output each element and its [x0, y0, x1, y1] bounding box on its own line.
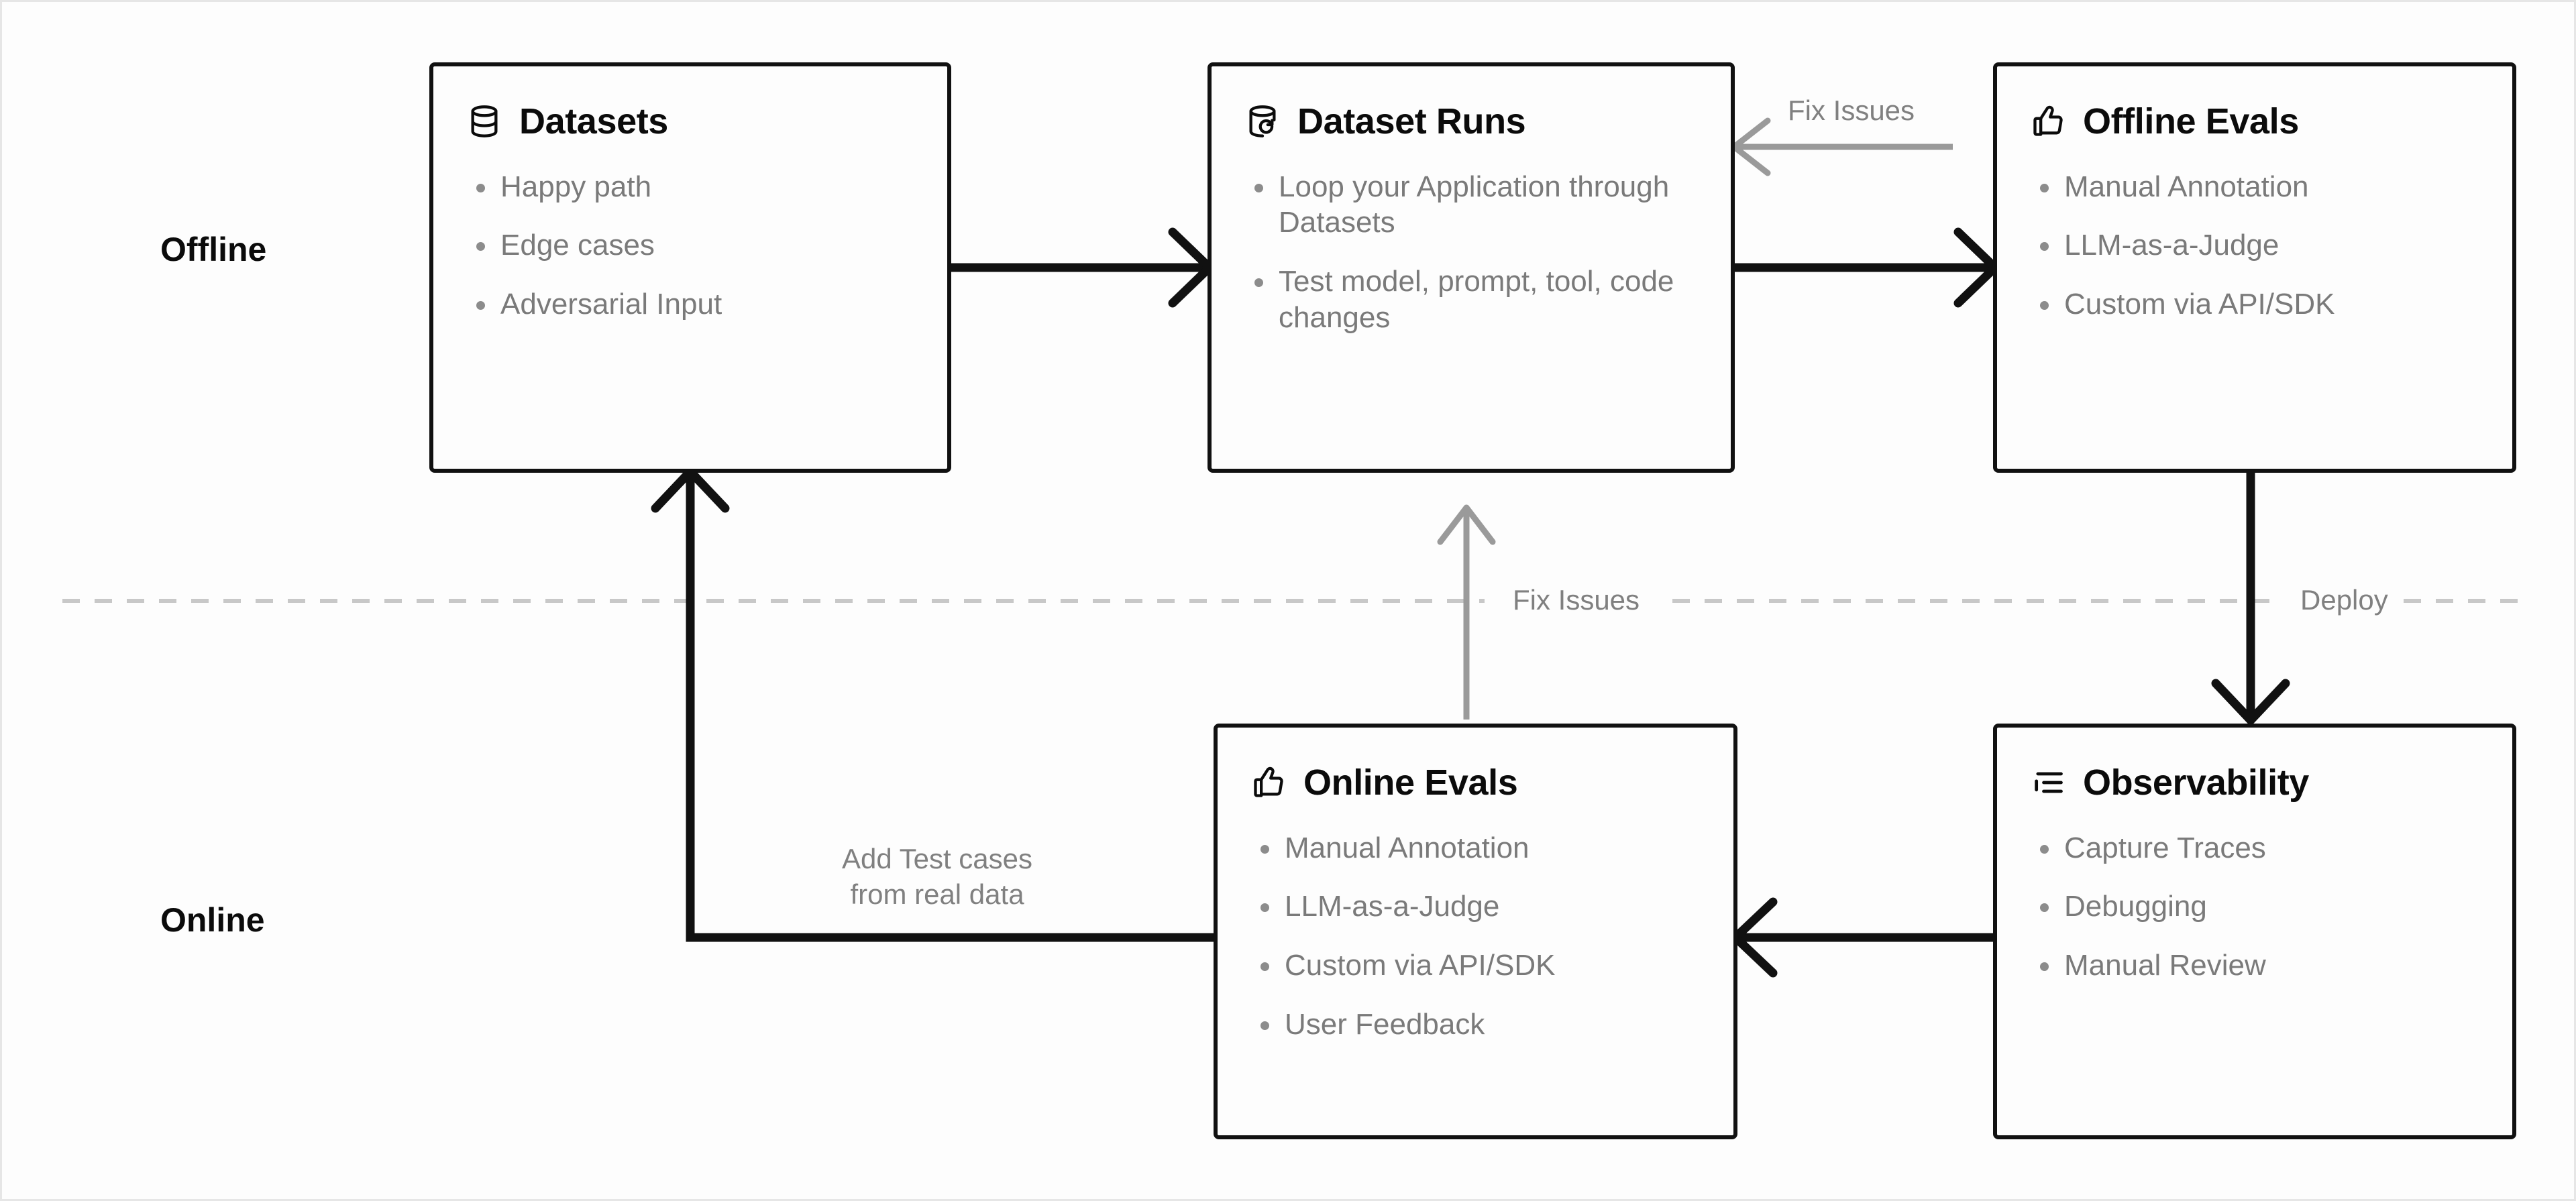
edge-label-add-test-cases: Add Test cases from real data: [807, 842, 1067, 912]
node-bullet-list: Happy path Edge cases Adversarial Input: [467, 169, 914, 323]
edge-dataset-runs-to-offline-evals: [1733, 227, 2000, 308]
node-title: Datasets: [519, 101, 668, 141]
list-item: User Feedback: [1251, 1007, 1700, 1043]
node-online-evals[interactable]: Online Evals Manual Annotation LLM-as-a-…: [1214, 724, 1737, 1139]
list-tree-icon: [2035, 772, 2063, 793]
list-item: Test model, prompt, tool, code changes: [1245, 264, 1697, 335]
edge-label-fix-issues-top: Fix Issues: [1778, 93, 1925, 129]
thumbs-up-icon: [2033, 106, 2063, 137]
database-icon: [471, 105, 498, 138]
database-refresh-icon: [1249, 105, 1276, 138]
node-bullet-list: Manual Annotation LLM-as-a-Judge Custom …: [2031, 169, 2479, 323]
node-title: Offline Evals: [2083, 101, 2299, 141]
node-header: Datasets: [467, 103, 914, 141]
edge-online-evals-to-dataset-runs: [1437, 504, 1496, 720]
node-header: Offline Evals: [2031, 103, 2479, 141]
zone-label-offline: Offline: [160, 231, 267, 268]
edge-offline-evals-to-dataset-runs: [1731, 117, 1953, 176]
list-item: Custom via API/SDK: [2031, 286, 2479, 323]
list-item: Manual Review: [2031, 948, 2479, 984]
node-bullet-list: Capture Traces Debugging Manual Review: [2031, 830, 2479, 984]
list-item: Manual Annotation: [2031, 169, 2479, 205]
node-datasets[interactable]: Datasets Happy path Edge cases Adversari…: [429, 62, 951, 473]
list-item: Capture Traces: [2031, 830, 2479, 866]
node-dataset-runs[interactable]: Dataset Runs Loop your Application throu…: [1208, 62, 1735, 473]
node-header: Observability: [2031, 764, 2479, 802]
node-title: Online Evals: [1303, 762, 1518, 803]
node-header: Dataset Runs: [1245, 103, 1697, 141]
node-bullet-list: Loop your Application through Datasets T…: [1245, 169, 1697, 336]
thumbs-up-icon: [1254, 767, 1283, 798]
list-item: Happy path: [467, 169, 914, 205]
edge-label-divider-deploy: Deploy: [2291, 583, 2398, 618]
list-item: Edge cases: [467, 227, 914, 264]
node-title: Observability: [2083, 762, 2309, 803]
list-item: LLM-as-a-Judge: [2031, 227, 2479, 264]
list-item: Loop your Application through Datasets: [1245, 169, 1697, 241]
node-title: Dataset Runs: [1297, 101, 1526, 141]
list-item: Custom via API/SDK: [1251, 948, 1700, 984]
list-item: LLM-as-a-Judge: [1251, 889, 1700, 925]
zone-label-online: Online: [160, 901, 265, 939]
list-item: Adversarial Input: [467, 286, 914, 323]
edge-observability-to-online-evals: [1731, 897, 1993, 978]
edge-datasets-to-dataset-runs: [951, 227, 1214, 308]
node-observability[interactable]: Observability Capture Traces Debugging M…: [1993, 724, 2516, 1139]
edge-label-divider-fix-issues: Fix Issues: [1503, 583, 1650, 618]
list-item: Manual Annotation: [1251, 830, 1700, 866]
edge-offline-evals-to-observability: [2211, 471, 2290, 725]
node-bullet-list: Manual Annotation LLM-as-a-Judge Custom …: [1251, 830, 1700, 1043]
node-header: Online Evals: [1251, 764, 1700, 802]
list-item: Debugging: [2031, 889, 2479, 925]
node-offline-evals[interactable]: Offline Evals Manual Annotation LLM-as-a…: [1993, 62, 2516, 473]
